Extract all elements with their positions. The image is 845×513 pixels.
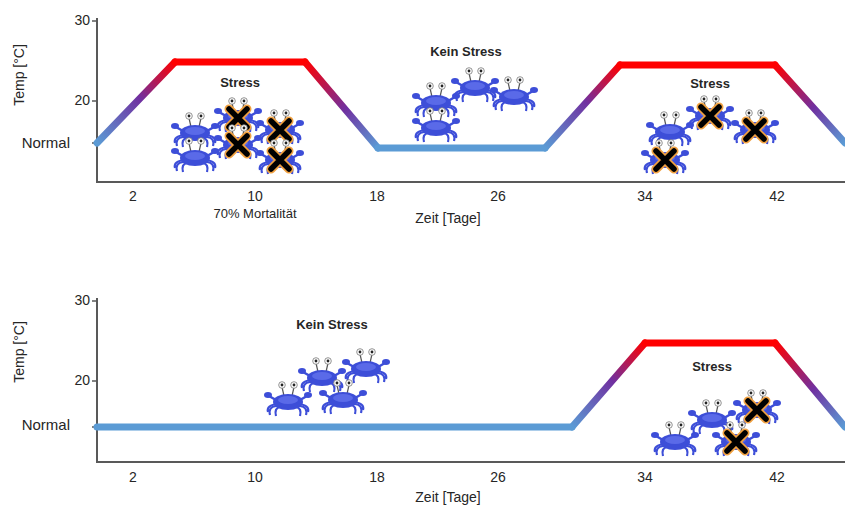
axis-tick-label: 26 — [490, 189, 506, 204]
crab-icon — [731, 110, 779, 144]
temperature-curve — [378, 145, 545, 152]
axis-title: Temp [°C] — [12, 44, 27, 106]
crab-icon — [264, 382, 312, 416]
axis-title: Zeit [Tage] — [415, 490, 480, 505]
crab-icon — [214, 125, 262, 159]
crab-icon — [319, 380, 367, 414]
phase-label: Kein Stress — [296, 318, 368, 332]
temperature-curve — [645, 340, 775, 347]
death-mark — [727, 433, 745, 451]
mortality-note: 70% Mortalität — [213, 207, 296, 221]
axis-title: Temp [°C] — [12, 321, 27, 383]
axis-title: Zeit [Tage] — [415, 211, 480, 226]
axis-tick-label: 30 — [74, 13, 90, 28]
temperature-curve — [175, 59, 305, 66]
axis-tick-label: Normal — [22, 417, 70, 434]
temperature-curve — [545, 65, 620, 148]
crab-icon — [733, 390, 781, 424]
temperature-curve — [775, 343, 845, 427]
y-axis — [96, 18, 98, 182]
axis-tick-label: 10 — [247, 189, 263, 204]
crab-icon — [171, 113, 219, 147]
x-axis — [96, 181, 845, 183]
temperature-curve — [97, 424, 572, 431]
tick-mark — [92, 300, 97, 302]
crab-icon — [256, 140, 304, 174]
axes — [92, 298, 845, 462]
tick-mark — [92, 100, 97, 102]
temperature-curve — [305, 62, 378, 148]
tick-mark — [92, 380, 97, 382]
axis-tick-label: 2 — [129, 189, 137, 204]
death-mark — [748, 401, 766, 419]
phase-label: Kein Stress — [430, 45, 502, 59]
temperature-curve — [775, 65, 845, 143]
death-mark — [701, 107, 719, 125]
crab-icon — [712, 422, 760, 456]
crab-icon — [298, 358, 346, 392]
phase-label: Stress — [220, 76, 260, 90]
axis-tick-label: Normal — [22, 135, 70, 152]
death-mark — [229, 136, 247, 154]
crab-icon — [641, 140, 689, 174]
crab-icon — [688, 400, 736, 434]
temperature-curve — [572, 343, 645, 427]
phase-label: Stress — [692, 360, 732, 374]
death-mark — [746, 121, 764, 139]
crab-icon — [646, 112, 694, 146]
crab-icon — [214, 98, 262, 132]
axis-tick-label: 20 — [74, 93, 90, 108]
axis-tick-label: 42 — [769, 189, 785, 204]
crab-icon — [412, 83, 460, 117]
death-mark — [271, 151, 289, 169]
axis-tick-label: 18 — [369, 470, 385, 485]
axis-tick-label: 10 — [247, 470, 263, 485]
axes — [92, 18, 845, 182]
crab-icon — [686, 96, 734, 130]
axis-tick-label: 26 — [490, 470, 506, 485]
axis-tick-label: 34 — [637, 470, 653, 485]
crab-icon — [256, 110, 304, 144]
death-mark — [229, 109, 247, 127]
crab-icon — [451, 68, 499, 102]
tick-mark — [92, 20, 97, 22]
phase-label: Stress — [690, 77, 730, 91]
axis-tick-label: 34 — [637, 189, 653, 204]
temperature-curve — [620, 62, 775, 69]
death-mark — [271, 121, 289, 139]
axis-tick-label: 42 — [769, 470, 785, 485]
x-axis — [96, 461, 845, 463]
y-axis — [96, 298, 98, 462]
axis-tick-label: 18 — [369, 189, 385, 204]
crab-icon — [171, 138, 219, 172]
axis-tick-label: 20 — [74, 373, 90, 388]
death-mark — [656, 151, 674, 169]
crab-icon — [412, 108, 460, 142]
crab-icon — [490, 77, 538, 111]
temperature-curve — [97, 62, 175, 143]
axis-tick-label: 30 — [74, 293, 90, 308]
axis-tick-label: 2 — [129, 470, 137, 485]
crab-icon — [342, 349, 390, 383]
